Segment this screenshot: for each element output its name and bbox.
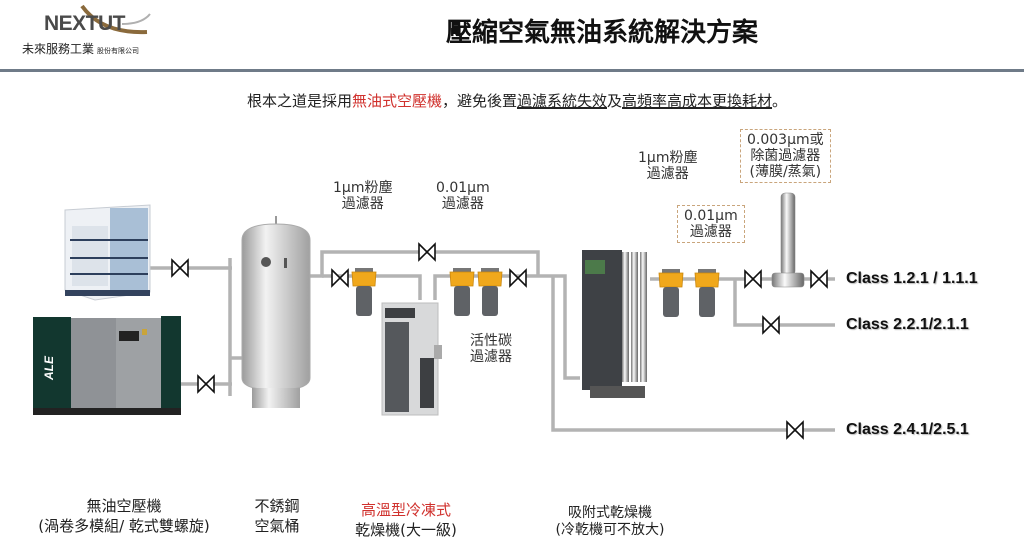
filter-icon (694, 268, 720, 318)
subtitle: 根本之道是採用無油式空壓機，避免後置過濾系統失效及高頻率高成本更換耗材。 (246, 92, 788, 110)
output-class-2: Class 2.2.1/2.1.1 (846, 316, 969, 333)
company-name: 未來服務工業股份有限公司 (22, 42, 140, 56)
filter-icon (449, 267, 475, 317)
label-1um-filter-a: 1µm粉塵過濾器 (333, 180, 393, 212)
sterile-filter-housing (771, 192, 805, 288)
caption-compressor: 無油空壓機(渦卷多模組/ 乾式雙螺旋) (38, 497, 210, 535)
label-carbon-filter: 活性碳過濾器 (470, 333, 512, 365)
output-class-1: Class 1.2.1 / 1.1.1 (846, 270, 978, 287)
valve-icon (418, 243, 436, 261)
company-logo: NEXTUT (44, 12, 126, 35)
caption-adsorption-dryer: 吸附式乾燥機(冷乾機可不放大) (555, 505, 665, 538)
valve-icon (331, 269, 349, 287)
label-1um-filter-b: 1µm粉塵過濾器 (638, 150, 698, 182)
compressor-brand: ALE (42, 355, 56, 381)
valve-icon (786, 421, 804, 439)
valve-icon (509, 269, 527, 287)
screw-compressor: ALE (33, 316, 181, 415)
page-title: 壓縮空氣無油系統解決方案 (445, 18, 758, 48)
valve-icon (171, 259, 189, 277)
label-sterile-filter: 0.003µm或除菌過濾器(薄膜/蒸氣) (740, 129, 831, 183)
output-class-3: Class 2.4.1/2.5.1 (846, 421, 969, 438)
adsorption-dryer (582, 250, 647, 398)
caption-tank: 不銹鋼空氣桶 (254, 497, 300, 535)
refrigerated-dryer (381, 302, 442, 416)
valve-icon (762, 316, 780, 334)
valve-icon (810, 270, 828, 288)
valve-icon (197, 375, 215, 393)
header-divider (0, 69, 1024, 72)
logo-swoosh-icon (80, 4, 151, 35)
filter-icon (658, 268, 684, 318)
air-tank (241, 216, 311, 408)
filter-icon (351, 267, 377, 317)
valve-icon (744, 270, 762, 288)
scroll-compressor (64, 204, 151, 301)
caption-refrigerated-dryer: 高溫型冷凍式乾燥機(大一級) (355, 501, 457, 539)
filter-icon (477, 267, 503, 317)
